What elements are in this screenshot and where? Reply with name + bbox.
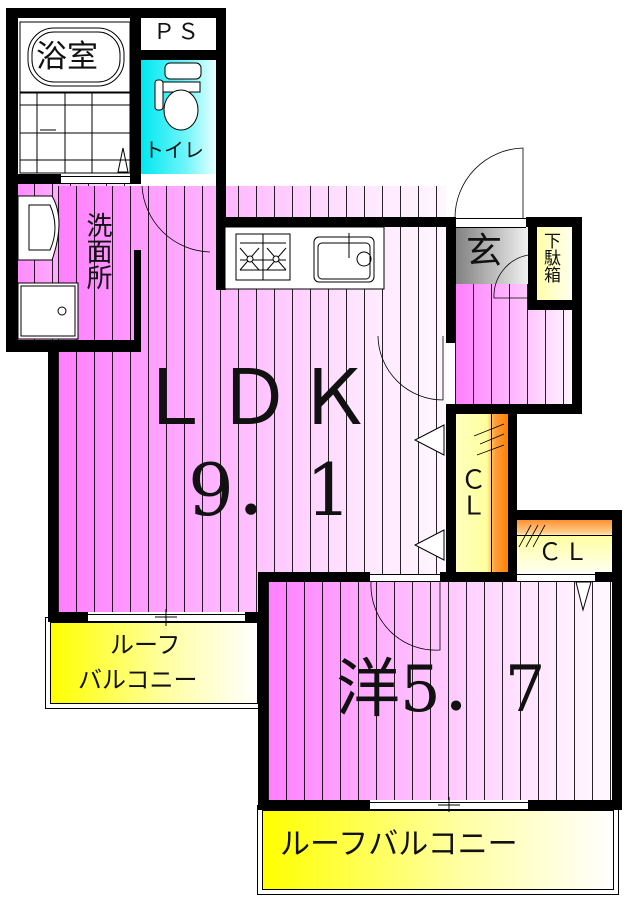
closet-1 xyxy=(455,414,508,572)
bath-label: 浴室 xyxy=(36,39,98,75)
roof-balcony-2 xyxy=(257,805,619,895)
shoe-box xyxy=(537,226,573,302)
washroom-label: 洗面所 xyxy=(82,212,112,290)
roof-balcony-2-label: ルーフバルコニー xyxy=(280,827,518,862)
entrance-label: 玄 xyxy=(466,231,503,272)
closet-2 xyxy=(517,520,612,572)
ps-box xyxy=(141,16,216,50)
ldk-size: 9．1 xyxy=(188,448,352,532)
closet-1-label: ＣＬ xyxy=(456,466,486,518)
roof-balcony-1-line1: ルーフ xyxy=(110,631,181,659)
toilet-label: トイレ xyxy=(144,138,204,162)
toilet-icon xyxy=(154,62,202,131)
roof-balcony-1 xyxy=(45,617,263,709)
kitchen-counter-icon xyxy=(224,226,385,290)
closet-2-label: ＣＬ xyxy=(538,538,590,566)
roof-balcony-1-line2: バルコニー xyxy=(78,666,198,694)
entrance-floor xyxy=(455,226,528,284)
washbasin-icon xyxy=(17,195,60,261)
bathtub-icon xyxy=(19,21,131,174)
washing-machine-icon xyxy=(17,282,79,340)
western-room-floor xyxy=(268,580,611,800)
western-room-label: 洋5．7 xyxy=(336,653,546,727)
ps-label: ＰＳ xyxy=(153,20,202,45)
ldk-label: ＬＤＫ xyxy=(136,353,376,442)
shoe-box-label: 下駄箱 xyxy=(540,232,560,283)
